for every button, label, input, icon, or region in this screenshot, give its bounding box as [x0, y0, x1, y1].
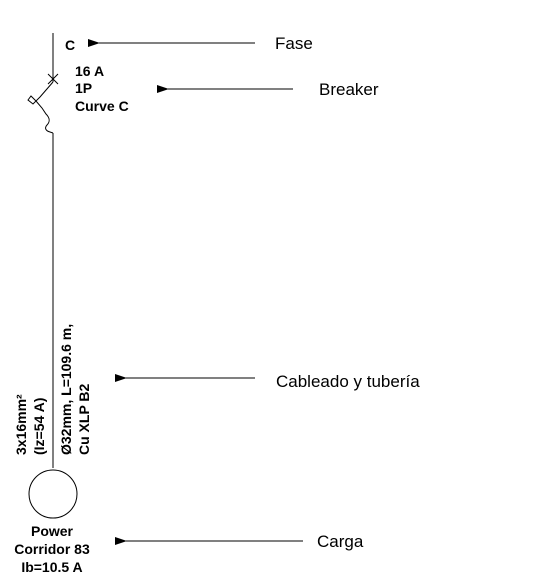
load-symbol	[28, 469, 78, 519]
annotation-cableado: Cableado y tubería	[276, 372, 420, 391]
breaker-rating: 16 A	[75, 63, 104, 79]
phase-label: C	[65, 37, 75, 53]
conduit-spec-line1: Ø32mm, L=109.6 m,	[58, 324, 74, 455]
load-location: Corridor 83	[14, 541, 90, 557]
cable-size: 3x16mm²	[13, 394, 29, 455]
annotation-breaker: Breaker	[319, 80, 379, 99]
breaker-x-mark	[47, 73, 59, 85]
breaker-symbol	[27, 81, 54, 134]
load-current: Ib=10.5 A	[21, 559, 82, 575]
breaker-poles: 1P	[75, 80, 92, 96]
annotation-carga: Carga	[317, 532, 364, 551]
conduit-spec-line2: Cu XLP B2	[76, 383, 92, 455]
breaker-curve: Curve C	[75, 98, 129, 114]
annotation-fase: Fase	[275, 34, 313, 53]
load-name: Power	[31, 523, 74, 539]
cable-ampacity: (Iz=54 A)	[31, 398, 47, 455]
